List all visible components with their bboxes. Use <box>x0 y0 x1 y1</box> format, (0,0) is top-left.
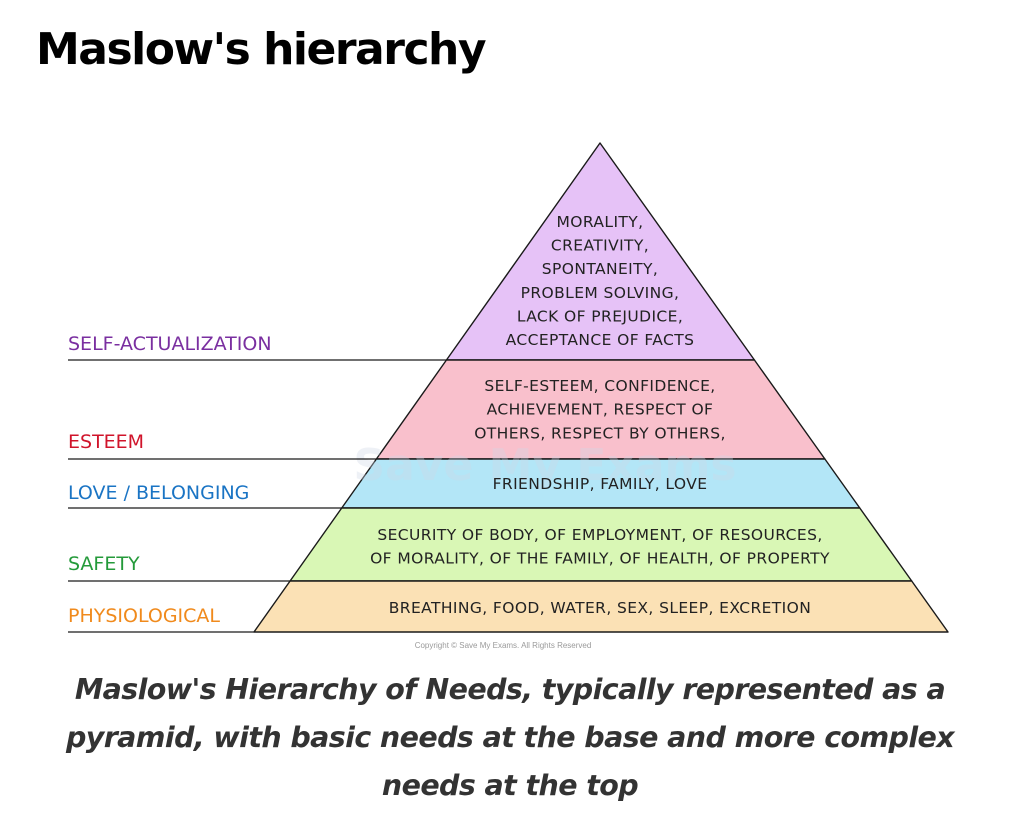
pyramid-tier <box>253 580 949 633</box>
tier-text-line: MORALITY, <box>557 213 644 231</box>
tier-text-line: FRIENDSHIP, FAMILY, LOVE <box>493 475 708 493</box>
tier-text-line: CREATIVITY, <box>551 237 649 255</box>
tier-text-line: LACK OF PREJUDICE, <box>517 307 683 325</box>
page-title: Maslow's hierarchy <box>36 24 487 75</box>
tier-text-line: SPONTANEITY, <box>542 260 658 278</box>
tier-text-line: SELF-ESTEEM, CONFIDENCE, <box>484 377 715 395</box>
level-label: PHYSIOLOGICAL <box>68 605 220 627</box>
tier-text-line: OF MORALITY, OF THE FAMILY, OF HEALTH, O… <box>370 550 830 568</box>
tier-text-line: OTHERS, RESPECT BY OTHERS, <box>474 424 726 442</box>
tier-text-line: ACCEPTANCE OF FACTS <box>506 331 695 349</box>
tier-text-line: ACHIEVEMENT, RESPECT OF <box>487 401 714 419</box>
level-label: SELF-ACTUALIZATION <box>68 333 272 355</box>
maslow-pyramid-diagram: Save My Exams SELF-ACTUALIZATION ESTEEM LOV… <box>68 142 949 650</box>
tier-text-line: PROBLEM SOLVING, <box>521 284 680 302</box>
figure-caption: Maslow's Hierarchy of Needs, typically r… <box>65 673 955 802</box>
pyramid-tier <box>289 507 913 582</box>
copyright-notice: Copyright © Save My Exams. All Rights Re… <box>415 641 592 650</box>
tier-text-line: BREATHING, FOOD, WATER, SEX, SLEEP, EXCR… <box>389 599 812 617</box>
level-label: ESTEEM <box>68 431 144 453</box>
tier-text-line: SECURITY OF BODY, OF EMPLOYMENT, OF RESO… <box>377 526 822 544</box>
level-label: SAFETY <box>68 553 140 575</box>
level-label: LOVE / BELONGING <box>68 482 249 504</box>
watermark-text: Save My Exams <box>353 440 736 491</box>
